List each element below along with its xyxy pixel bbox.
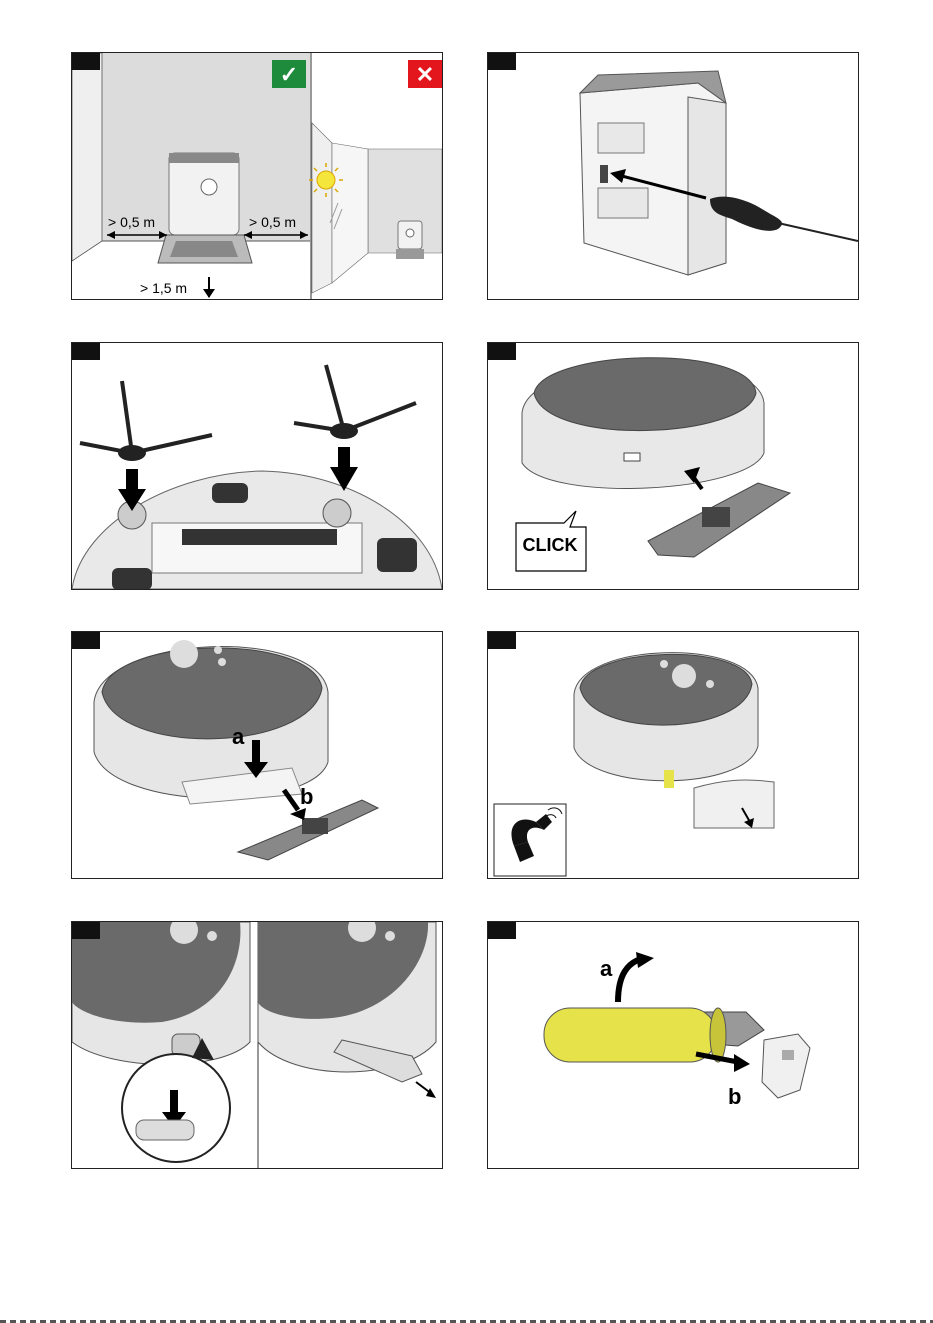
step-b-label: b <box>300 784 313 809</box>
mop-attach-illustration: CLICK <box>488 343 858 589</box>
step-a-label: a <box>232 724 245 749</box>
magnetic-cover-illustration <box>488 632 858 878</box>
ok-check-icon: ✓ <box>280 62 298 87</box>
figure-number-tab <box>72 53 100 70</box>
figure-panel-1: > 0,5 m > 0,5 m > 1,5 m ✓ ✕ <box>71 52 443 300</box>
roller-holder-illustration <box>72 922 442 1168</box>
figure-panel-5: a b <box>71 631 443 879</box>
figure-panel-6 <box>487 631 859 879</box>
power-cable-illustration <box>488 53 858 299</box>
distance-left-label: > 0,5 m <box>108 214 155 230</box>
figure-number-tab <box>488 343 516 360</box>
magnet-warning-box <box>494 804 566 876</box>
figure-panel-7 <box>71 921 443 1169</box>
placement-illustration: > 0,5 m > 0,5 m > 1,5 m ✓ ✕ <box>72 53 442 299</box>
figure-number-tab <box>488 53 516 70</box>
figure-number-tab <box>72 343 100 360</box>
mop-remove-illustration: a b <box>72 632 442 878</box>
figure-panel-3 <box>71 342 443 590</box>
roller-detach-illustration: a b <box>488 922 858 1168</box>
distance-front-label: > 1,5 m <box>140 280 187 296</box>
figure-panel-2 <box>487 52 859 300</box>
step-a-label: a <box>600 956 613 981</box>
side-brush-right <box>294 365 416 439</box>
distance-right-label: > 0,5 m <box>249 214 296 230</box>
bad-cross-icon: ✕ <box>416 62 434 87</box>
figure-panel-8: a b <box>487 921 859 1169</box>
click-label: CLICK <box>523 535 578 555</box>
side-brush-left <box>80 381 212 461</box>
figure-number-tab <box>72 922 100 939</box>
figure-number-tab <box>488 632 516 649</box>
figure-number-tab <box>488 922 516 939</box>
step-b-label: b <box>728 1084 741 1109</box>
figure-number-tab <box>72 632 100 649</box>
side-brush-illustration <box>72 343 442 589</box>
figure-panel-4: CLICK <box>487 342 859 590</box>
